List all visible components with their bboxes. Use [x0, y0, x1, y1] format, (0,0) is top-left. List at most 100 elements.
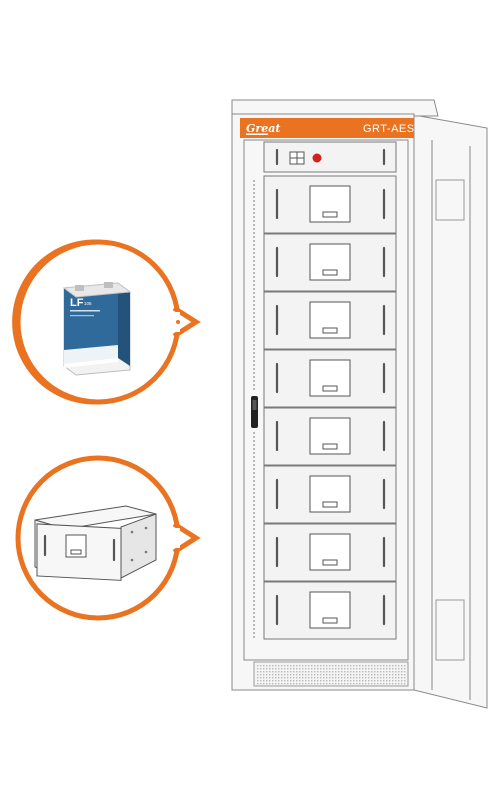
- vent-hole: [380, 668, 382, 670]
- vent-hole: [260, 680, 262, 682]
- perforation-hole: [253, 608, 255, 610]
- vent-hole: [365, 677, 367, 679]
- vent-hole: [353, 677, 355, 679]
- module-port: [322, 559, 338, 566]
- vent-hole: [275, 674, 277, 676]
- perforation-hole: [253, 196, 255, 198]
- battery-module-slot: [263, 581, 397, 640]
- perforation-hole: [253, 380, 255, 382]
- vent-hole: [284, 680, 286, 682]
- side-vent-grille: [435, 179, 465, 661]
- perforation-hole: [253, 564, 255, 566]
- vent-hole: [335, 677, 337, 679]
- vent-hole: [386, 668, 388, 670]
- vent-hole: [365, 671, 367, 673]
- perforation-hole: [253, 224, 255, 226]
- vent-hole: [362, 683, 364, 685]
- vent-hole: [311, 677, 313, 679]
- vent-hole: [353, 668, 355, 670]
- vent-hole: [263, 677, 265, 679]
- vent-hole: [326, 674, 328, 676]
- vent-hole: [257, 680, 259, 682]
- perforation-hole: [253, 356, 255, 358]
- vent-hole: [353, 683, 355, 685]
- vent-hole: [371, 677, 373, 679]
- vent-hole: [290, 671, 292, 673]
- vent-hole: [314, 674, 316, 676]
- vent-hole: [266, 683, 268, 685]
- perforation-hole: [253, 432, 255, 434]
- vent-hole: [368, 683, 370, 685]
- vent-hole: [347, 665, 349, 667]
- vent-hole: [398, 671, 400, 673]
- perforation-hole: [253, 580, 255, 582]
- vent-hole: [299, 683, 301, 685]
- vent-hole: [305, 680, 307, 682]
- vent-hole: [308, 665, 310, 667]
- vent-hole: [275, 668, 277, 670]
- vent-hole: [377, 680, 379, 682]
- perforation-hole: [253, 320, 255, 322]
- vent-hole: [344, 671, 346, 673]
- vent-hole: [263, 668, 265, 670]
- battery-module-slot: [263, 175, 397, 234]
- vent-hole: [353, 671, 355, 673]
- vent-hole: [281, 680, 283, 682]
- vent-hole: [350, 674, 352, 676]
- vent-hole: [257, 668, 259, 670]
- vent-hole: [341, 680, 343, 682]
- vent-hole: [398, 677, 400, 679]
- perforation-hole: [253, 576, 255, 578]
- perforation-hole: [253, 228, 255, 230]
- module-window: [309, 475, 351, 513]
- vent-hole: [332, 674, 334, 676]
- vent-hole: [395, 668, 397, 670]
- vent-hole: [377, 668, 379, 670]
- vent-hole: [284, 665, 286, 667]
- vent-hole: [365, 683, 367, 685]
- perforation-hole: [253, 616, 255, 618]
- vent-hole: [269, 674, 271, 676]
- vent-hole: [356, 665, 358, 667]
- battery-module-icon: [34, 505, 157, 581]
- vent-hole: [305, 683, 307, 685]
- cell-label-sub: 105: [84, 301, 92, 306]
- vent-hole: [392, 665, 394, 667]
- perforation-hole: [253, 220, 255, 222]
- vent-hole: [266, 671, 268, 673]
- perforation-hole: [253, 628, 255, 630]
- vent-hole: [272, 677, 274, 679]
- vent-hole: [320, 680, 322, 682]
- vent-hole: [344, 677, 346, 679]
- control-panel: [263, 141, 397, 173]
- vent-hole: [356, 683, 358, 685]
- vent-hole: [350, 671, 352, 673]
- vent-hole: [335, 683, 337, 685]
- perforation-hole: [253, 188, 255, 190]
- perforation-hole: [253, 604, 255, 606]
- vent-hole: [278, 677, 280, 679]
- vent-hole: [377, 665, 379, 667]
- vent-hole: [314, 680, 316, 682]
- vent-hole: [281, 683, 283, 685]
- vent-hole: [401, 665, 403, 667]
- vent-hole: [314, 683, 316, 685]
- vent-hole: [266, 680, 268, 682]
- vent-hole: [299, 677, 301, 679]
- vent-hole: [359, 677, 361, 679]
- cabinet-side-panel: [413, 114, 488, 709]
- vent-hole: [395, 683, 397, 685]
- vent-hole: [311, 680, 313, 682]
- vent-hole: [320, 668, 322, 670]
- vent-hole: [404, 683, 406, 685]
- vent-hole: [335, 674, 337, 676]
- vent-hole: [311, 665, 313, 667]
- vent-hole: [404, 671, 406, 673]
- perforation-hole: [253, 444, 255, 446]
- vent-hole: [344, 674, 346, 676]
- perforation-hole: [253, 456, 255, 458]
- perforation-hole: [253, 300, 255, 302]
- vent-hole: [365, 680, 367, 682]
- cell-label-main: LF: [70, 297, 84, 309]
- vent-hole: [371, 665, 373, 667]
